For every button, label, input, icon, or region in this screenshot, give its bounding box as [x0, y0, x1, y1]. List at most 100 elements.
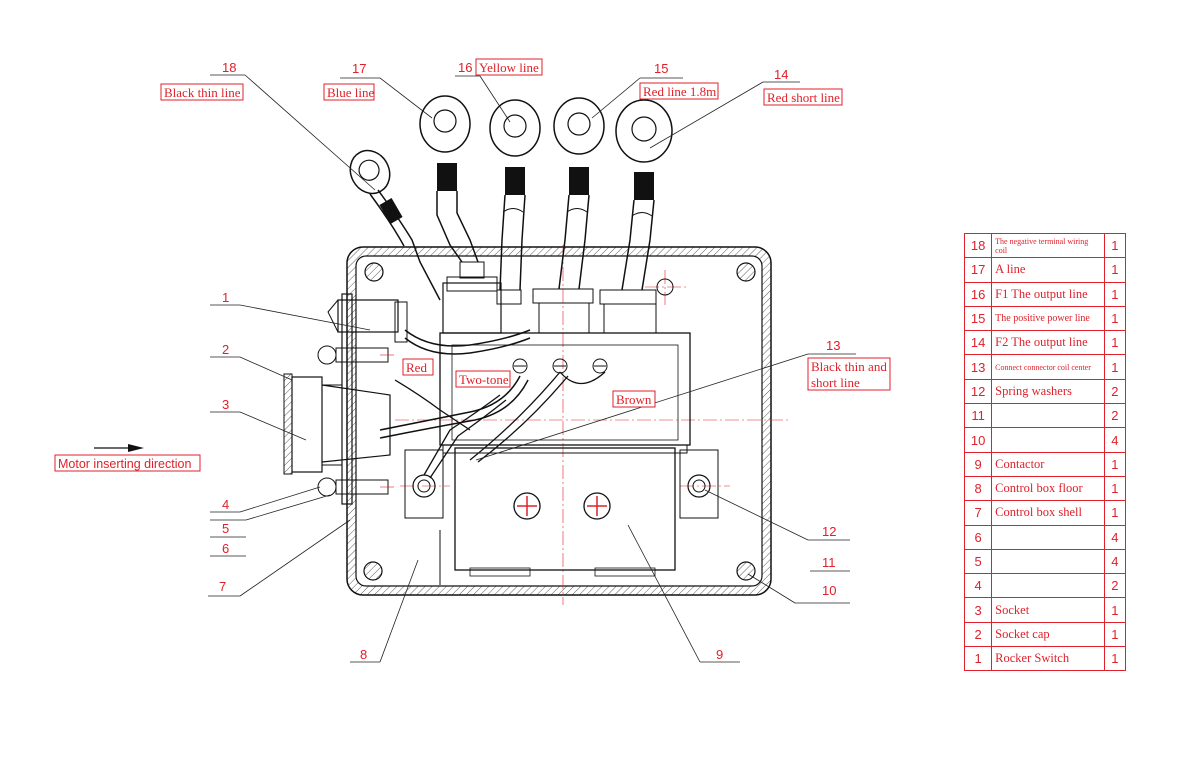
control-box-shell: [346, 246, 772, 596]
ring-terminals: [349, 95, 673, 301]
callout-18: 18: [222, 60, 236, 75]
part-quantity: 1: [1103, 646, 1127, 672]
callout-13: 13: [826, 338, 840, 353]
part-number: 4: [963, 573, 993, 599]
part-name: [991, 548, 1105, 575]
part-name: [991, 403, 1105, 429]
part-number: 16: [963, 281, 993, 307]
part-quantity: 1: [1103, 621, 1127, 648]
hole-icon: [656, 278, 674, 296]
part-name: Socket: [991, 597, 1105, 623]
part-quantity: 1: [1103, 451, 1127, 477]
part-quantity: 1: [1103, 354, 1127, 380]
callout-1: 1: [222, 290, 229, 305]
part-name: Connect connector coil center: [991, 354, 1105, 380]
part-name: F1 The output line: [991, 281, 1105, 307]
callout-9: 9: [716, 647, 723, 662]
terminal-posts: [442, 261, 657, 334]
part-name: Control box floor: [991, 475, 1105, 502]
callout-6: 6: [222, 541, 229, 556]
label-blue-line: Blue line: [327, 85, 375, 100]
callout-14: 14: [774, 67, 788, 82]
callout-4: 4: [222, 497, 229, 512]
part-number: 5: [963, 548, 993, 575]
part-number: 10: [963, 427, 993, 453]
part-number: 3: [963, 597, 993, 623]
part-name: [991, 524, 1105, 550]
part-number: 2: [963, 621, 993, 648]
label-black-thin-short-2: short line: [811, 375, 860, 390]
callout-2: 2: [222, 342, 229, 357]
callout-5: 5: [222, 521, 229, 536]
part-quantity: 1: [1103, 475, 1127, 502]
part-quantity: 1: [1103, 257, 1127, 283]
callout-10: 10: [822, 583, 836, 598]
part-name: The negative terminal wiring coil: [991, 232, 1105, 259]
part-number: 14: [963, 330, 993, 356]
part-number: 13: [963, 354, 993, 380]
part-number: 8: [963, 475, 993, 502]
part-name: Control box shell: [991, 500, 1105, 526]
label-red: Red: [406, 360, 427, 375]
socket: [283, 345, 395, 497]
parts-list-row: 10 4: [963, 427, 1127, 453]
label-red-short-line: Red short line: [767, 90, 840, 105]
leader-lines: [208, 74, 856, 663]
part-quantity: 2: [1103, 403, 1127, 429]
part-name: Socket cap: [991, 621, 1105, 648]
part-name: F2 The output line: [991, 330, 1105, 356]
part-name: A line: [991, 257, 1105, 283]
label-black-thin-short-1: Black thin and: [811, 359, 887, 374]
part-number: 17: [963, 257, 993, 283]
callout-15: 15: [654, 61, 668, 76]
part-quantity: 2: [1103, 573, 1127, 599]
part-quantity: 1: [1103, 330, 1127, 356]
label-red-line: Red line 1.8m: [643, 84, 716, 99]
label-two-tone: Two-tone: [459, 372, 509, 387]
part-name: [991, 573, 1105, 599]
part-quantity: 1: [1103, 305, 1127, 332]
part-quantity: 1: [1103, 500, 1127, 526]
callout-17: 17: [352, 61, 366, 76]
label-black-thin-line: Black thin line: [164, 85, 241, 100]
callout-12: 12: [822, 524, 836, 539]
label-yellow-line: Yellow line: [479, 60, 539, 75]
label-brown: Brown: [616, 392, 652, 407]
part-quantity: 2: [1103, 378, 1127, 405]
label-motor-direction: Motor inserting direction: [58, 457, 191, 471]
part-quantity: 1: [1103, 597, 1127, 623]
part-name: Rocker Switch: [991, 646, 1105, 672]
part-name: [991, 427, 1105, 453]
internal-wires: [379, 329, 606, 479]
wire-labels: Black thin line Blue line Yellow line Re…: [54, 58, 891, 472]
callout-3: 3: [222, 397, 229, 412]
part-number: 15: [963, 305, 993, 332]
part-number: 18: [963, 232, 993, 259]
part-number: 7: [963, 500, 993, 526]
part-number: 12: [963, 378, 993, 405]
part-number: 1: [963, 646, 993, 672]
part-number: 6: [963, 524, 993, 550]
part-name: The positive power line: [991, 305, 1105, 332]
callout-8: 8: [360, 647, 367, 662]
part-quantity: 4: [1103, 427, 1127, 453]
callout-numbers: 18 17 16 15 14 13 12 11 10 9 8 7 6 5 4 3…: [219, 60, 840, 662]
